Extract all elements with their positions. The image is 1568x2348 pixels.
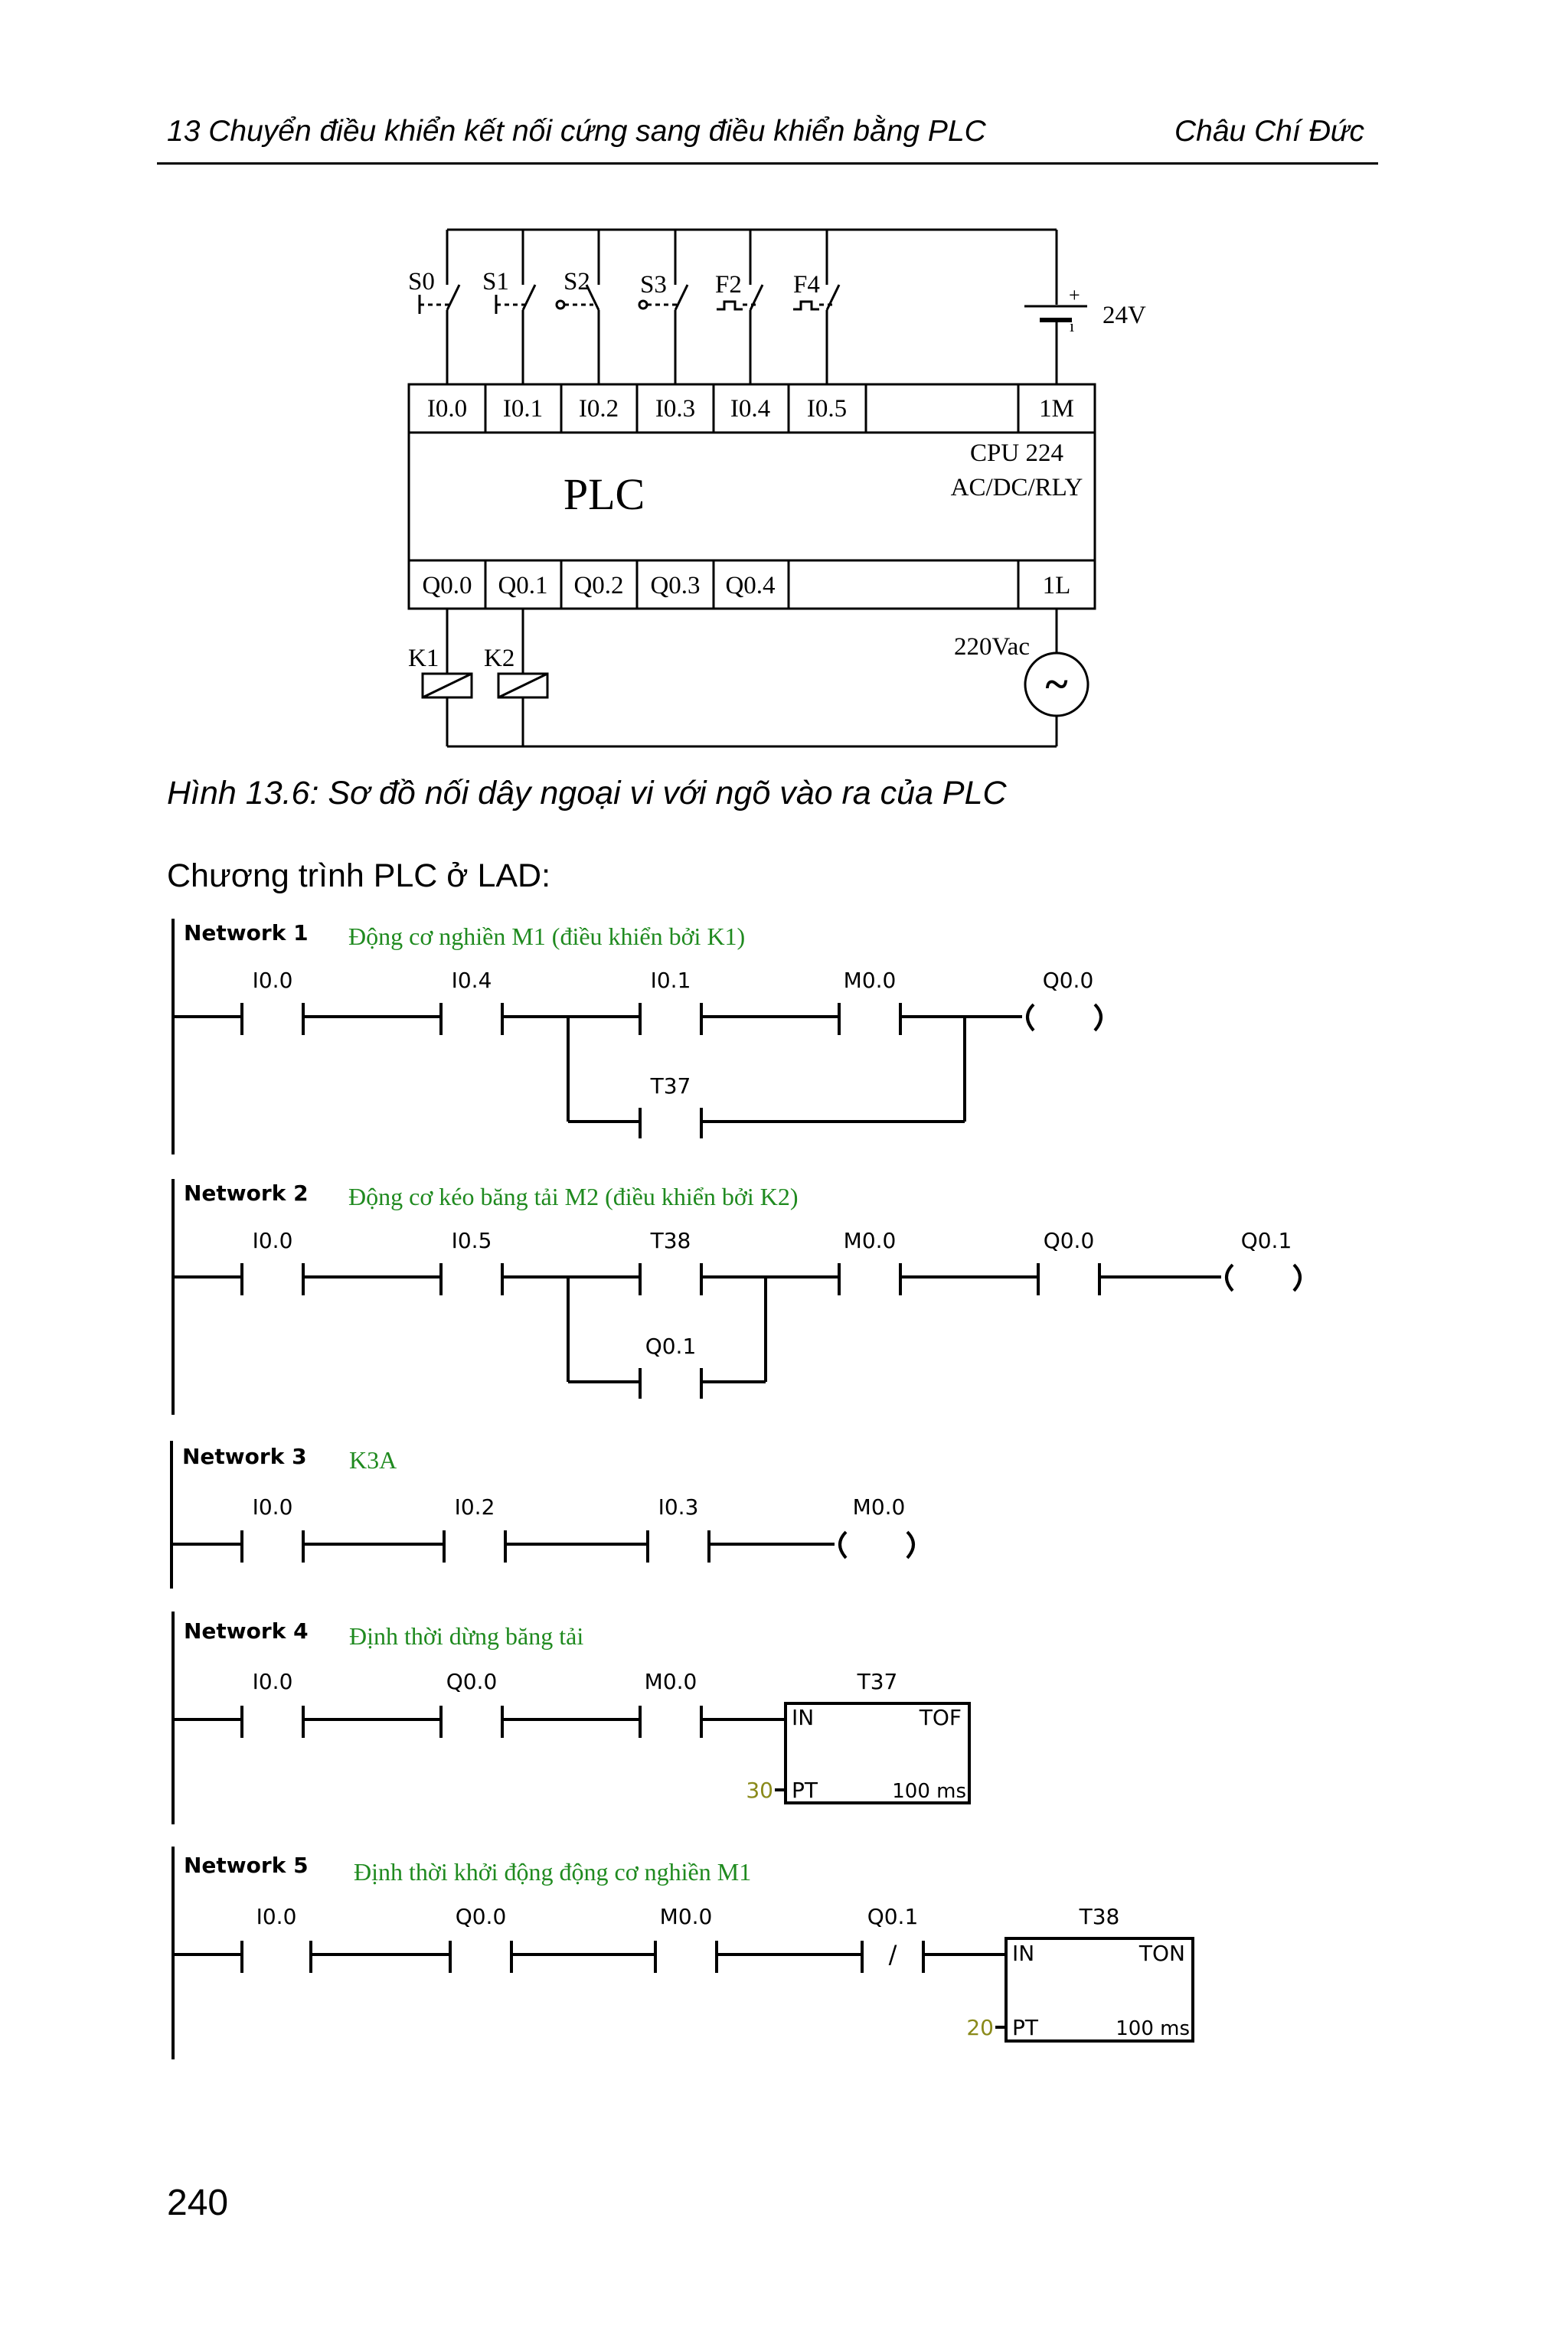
cpu-type: AC/DC/RLY (951, 474, 1083, 501)
network-title: Network 5 (184, 1853, 309, 1878)
timer-pt-pin: PT (1012, 2015, 1039, 2040)
branch-contact-label: Q0.1 (645, 1334, 697, 1359)
coil-label: Q0.1 (1241, 1228, 1292, 1253)
contact-label: I0.1 (651, 968, 691, 993)
input-common-terminal: 1M (1039, 395, 1074, 423)
timer-pt-pin: PT (792, 1778, 818, 1803)
output-terminal: Q0.3 (650, 572, 700, 599)
switch-label: S1 (482, 268, 509, 296)
section-subheading: Chương trình PLC ở LAD: (167, 857, 551, 894)
chapter-title: 13 Chuyển điều khiển kết nối cứng sang đ… (167, 115, 986, 148)
ac-supply-label: 220Vac (954, 633, 1030, 661)
timer-type: TOF (919, 1705, 962, 1730)
network-title: Network 2 (184, 1181, 309, 1206)
ac-source-symbol: ~ (1045, 661, 1067, 708)
coil-label: M0.0 (853, 1494, 906, 1520)
contact-label: I0.0 (256, 1904, 297, 1929)
network-comment: K3A (349, 1446, 397, 1474)
ladder-diagram (170, 919, 1302, 2059)
timer-preset-value: 30 (746, 1778, 773, 1803)
output-terminal: Q0.1 (498, 572, 547, 599)
switch-label: F2 (715, 271, 742, 299)
network-title: Network 4 (184, 1618, 309, 1644)
timer-preset-value: 20 (966, 2015, 994, 2040)
network-comment: Động cơ nghiền M1 (điều khiển bởi K1) (348, 923, 745, 950)
switch-label: S3 (640, 271, 667, 299)
contact-label: Q0.0 (456, 1904, 507, 1929)
output-terminal: Q0.4 (725, 572, 775, 599)
author-name: Châu Chí Đức (1174, 115, 1364, 148)
network-title: Network 1 (184, 920, 309, 945)
contact-label: M0.0 (645, 1669, 697, 1694)
contact-label: I0.0 (253, 1494, 293, 1520)
coil-label: K2 (484, 645, 514, 672)
timer-type: TON (1138, 1941, 1185, 1966)
battery-minus-sign: ı (1070, 316, 1074, 335)
contact-label: M0.0 (660, 1904, 713, 1929)
timer-in-pin: IN (1012, 1941, 1034, 1966)
page-number: 240 (167, 2183, 229, 2223)
switch-label: F4 (793, 271, 820, 299)
header-rule (157, 162, 1378, 165)
switch-label: S2 (564, 268, 590, 296)
network-comment: Định thời khởi động động cơ nghiền M1 (354, 1858, 751, 1886)
contact-label: T38 (650, 1228, 691, 1253)
output-terminal: Q0.0 (422, 572, 472, 599)
output-common-terminal: 1L (1043, 572, 1071, 599)
switch-label: S0 (408, 268, 435, 296)
contact-label: I0.4 (452, 968, 492, 993)
wiring-labels: S0 S1 S2 S3 F2 F4 24V + ı I0.0 I0.1 I0.2… (408, 268, 1146, 708)
wiring-diagram (407, 228, 1096, 748)
figure-caption: Hình 13.6: Sơ đồ nối dây ngoại vi với ng… (167, 775, 1007, 812)
coil-label: Q0.0 (1043, 968, 1094, 993)
input-terminal: I0.5 (807, 395, 847, 423)
input-terminal: I0.0 (427, 395, 467, 423)
dc-supply-label: 24V (1102, 302, 1146, 329)
contact-label: I0.0 (253, 968, 293, 993)
contact-label: I0.0 (253, 1669, 293, 1694)
contact-label: Q0.0 (1044, 1228, 1095, 1253)
timer-base: 100 ms (1116, 2017, 1190, 2040)
network-title: Network 3 (182, 1444, 307, 1469)
output-terminal: Q0.2 (573, 572, 623, 599)
input-terminal: I0.3 (655, 395, 695, 423)
timer-name: T37 (857, 1669, 898, 1694)
battery-plus-sign: + (1069, 284, 1080, 306)
contact-label: M0.0 (844, 1228, 897, 1253)
network-comment: Động cơ kéo băng tải M2 (điều khiển bởi … (348, 1183, 799, 1210)
input-terminal: I0.4 (730, 395, 770, 423)
contact-label: I0.2 (455, 1494, 495, 1520)
contact-label: I0.5 (452, 1228, 492, 1253)
branch-contact-label: T37 (650, 1073, 691, 1099)
ladder-labels: Network 1 Động cơ nghiền M1 (điều khiển … (182, 920, 1292, 2040)
contact-label: M0.0 (844, 968, 897, 993)
contact-label: Q0.1 (867, 1904, 919, 1929)
cpu-model: CPU 224 (970, 439, 1063, 467)
contact-label: I0.3 (658, 1494, 699, 1520)
input-terminal: I0.2 (579, 395, 619, 423)
input-terminal: I0.1 (503, 395, 543, 423)
contact-label: Q0.0 (446, 1669, 498, 1694)
contact-label: I0.0 (253, 1228, 293, 1253)
timer-base: 100 ms (892, 1780, 966, 1803)
plc-label: PLC (564, 469, 645, 519)
timer-in-pin: IN (792, 1705, 814, 1730)
coil-label: K1 (408, 645, 439, 672)
network-comment: Định thời dừng băng tải (349, 1622, 583, 1650)
timer-name: T38 (1079, 1904, 1120, 1929)
negated-contact-symbol: / (889, 1940, 897, 1969)
